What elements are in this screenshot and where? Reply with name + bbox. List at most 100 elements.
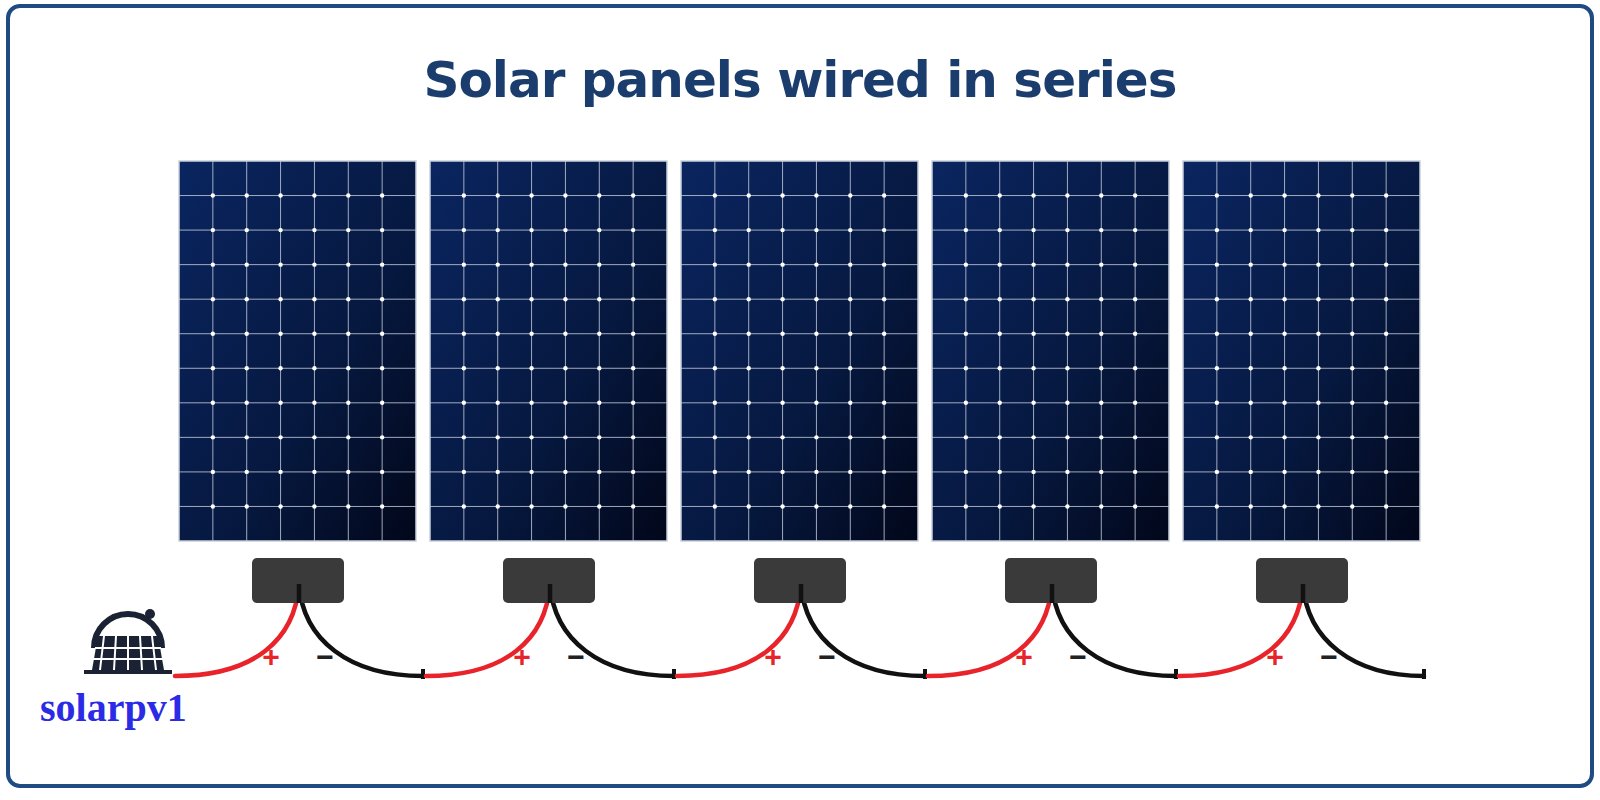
cell-dot: [211, 193, 215, 197]
cell-dot: [1350, 366, 1354, 370]
junction-box: [1005, 558, 1097, 603]
cell-dot: [278, 297, 282, 301]
panel-body: [1183, 161, 1420, 541]
cell-dot: [814, 504, 818, 508]
cell-dot: [278, 228, 282, 232]
cell-dot: [211, 470, 215, 474]
cell-dot: [245, 401, 249, 405]
cell-dot: [1282, 193, 1286, 197]
cell-dot: [529, 193, 533, 197]
panel-body: [179, 161, 416, 541]
cell-dot: [1350, 262, 1354, 266]
cell-dot: [713, 366, 717, 370]
cell-dot: [1350, 435, 1354, 439]
cell-dot: [631, 401, 635, 405]
cell-dot: [814, 366, 818, 370]
cell-dot: [245, 504, 249, 508]
cell-dot: [597, 297, 601, 301]
cell-dot: [1282, 401, 1286, 405]
cell-dot: [211, 504, 215, 508]
cell-dot: [462, 193, 466, 197]
cell-dot: [1316, 366, 1320, 370]
cell-dot: [1031, 435, 1035, 439]
cell-dot: [346, 366, 350, 370]
cell-dot: [848, 193, 852, 197]
cell-line: [1318, 161, 1319, 541]
cell-dot: [848, 366, 852, 370]
cell-line: [1067, 161, 1068, 541]
cell-dot: [496, 297, 500, 301]
cell-dot: [245, 262, 249, 266]
cell-dot: [1215, 332, 1219, 336]
cell-dot: [1249, 504, 1253, 508]
cell-dot: [1065, 228, 1069, 232]
cell-dot: [814, 470, 818, 474]
cell-dot: [1316, 332, 1320, 336]
cell-dot: [1316, 297, 1320, 301]
solar-panels: [179, 161, 1420, 541]
cell-dot: [462, 470, 466, 474]
polarity-sign: −: [1320, 642, 1338, 672]
cell-dot: [1215, 366, 1219, 370]
cell-dot: [1099, 297, 1103, 301]
cell-dot: [245, 228, 249, 232]
cell-dot: [462, 262, 466, 266]
cell-dot: [496, 401, 500, 405]
cell-dot: [597, 332, 601, 336]
cell-dot: [496, 332, 500, 336]
cell-dot: [1099, 193, 1103, 197]
cell-dot: [278, 401, 282, 405]
cell-line: [748, 161, 749, 541]
cell-dot: [780, 297, 784, 301]
cell-dot: [462, 366, 466, 370]
cell-dot: [496, 435, 500, 439]
cell-dot: [1384, 504, 1388, 508]
cell-dot: [713, 332, 717, 336]
cell-dot: [496, 366, 500, 370]
cell-dot: [1065, 470, 1069, 474]
cell-line: [1352, 161, 1353, 541]
cell-dot: [780, 504, 784, 508]
junction-box: [1256, 558, 1348, 603]
cell-dot: [848, 228, 852, 232]
cell-dot: [245, 435, 249, 439]
polarity-sign: +: [1266, 642, 1284, 672]
cell-line: [531, 161, 532, 541]
polarity-sign: −: [316, 642, 334, 672]
cell-dot: [380, 193, 384, 197]
cell-dot: [1282, 332, 1286, 336]
solar-panel: [932, 161, 1169, 541]
cell-dot: [1215, 504, 1219, 508]
cell-dot: [462, 228, 466, 232]
cell-dot: [1215, 297, 1219, 301]
cell-dot: [1282, 297, 1286, 301]
cell-dot: [563, 435, 567, 439]
cell-line: [633, 161, 634, 541]
cell-line: [782, 161, 783, 541]
cell-dot: [278, 470, 282, 474]
cell-dot: [1215, 401, 1219, 405]
cell-line: [1033, 161, 1034, 541]
cell-dot: [780, 228, 784, 232]
cell-dot: [1065, 435, 1069, 439]
cell-dot: [529, 228, 533, 232]
cell-line: [965, 161, 966, 541]
cell-dot: [1249, 297, 1253, 301]
cell-dot: [1384, 435, 1388, 439]
cell-dot: [1133, 401, 1137, 405]
cell-dot: [882, 297, 886, 301]
cell-dot: [529, 504, 533, 508]
watermark: solarpv1: [40, 688, 187, 728]
cell-dot: [346, 228, 350, 232]
cell-dot: [1133, 228, 1137, 232]
cell-dot: [882, 262, 886, 266]
cell-dot: [597, 470, 601, 474]
cell-dot: [529, 470, 533, 474]
cell-line: [850, 161, 851, 541]
cell-dot: [998, 332, 1002, 336]
cell-dot: [848, 297, 852, 301]
cell-dot: [312, 228, 316, 232]
cell-dot: [211, 332, 215, 336]
box-lead: [297, 584, 302, 603]
cell-dot: [346, 297, 350, 301]
